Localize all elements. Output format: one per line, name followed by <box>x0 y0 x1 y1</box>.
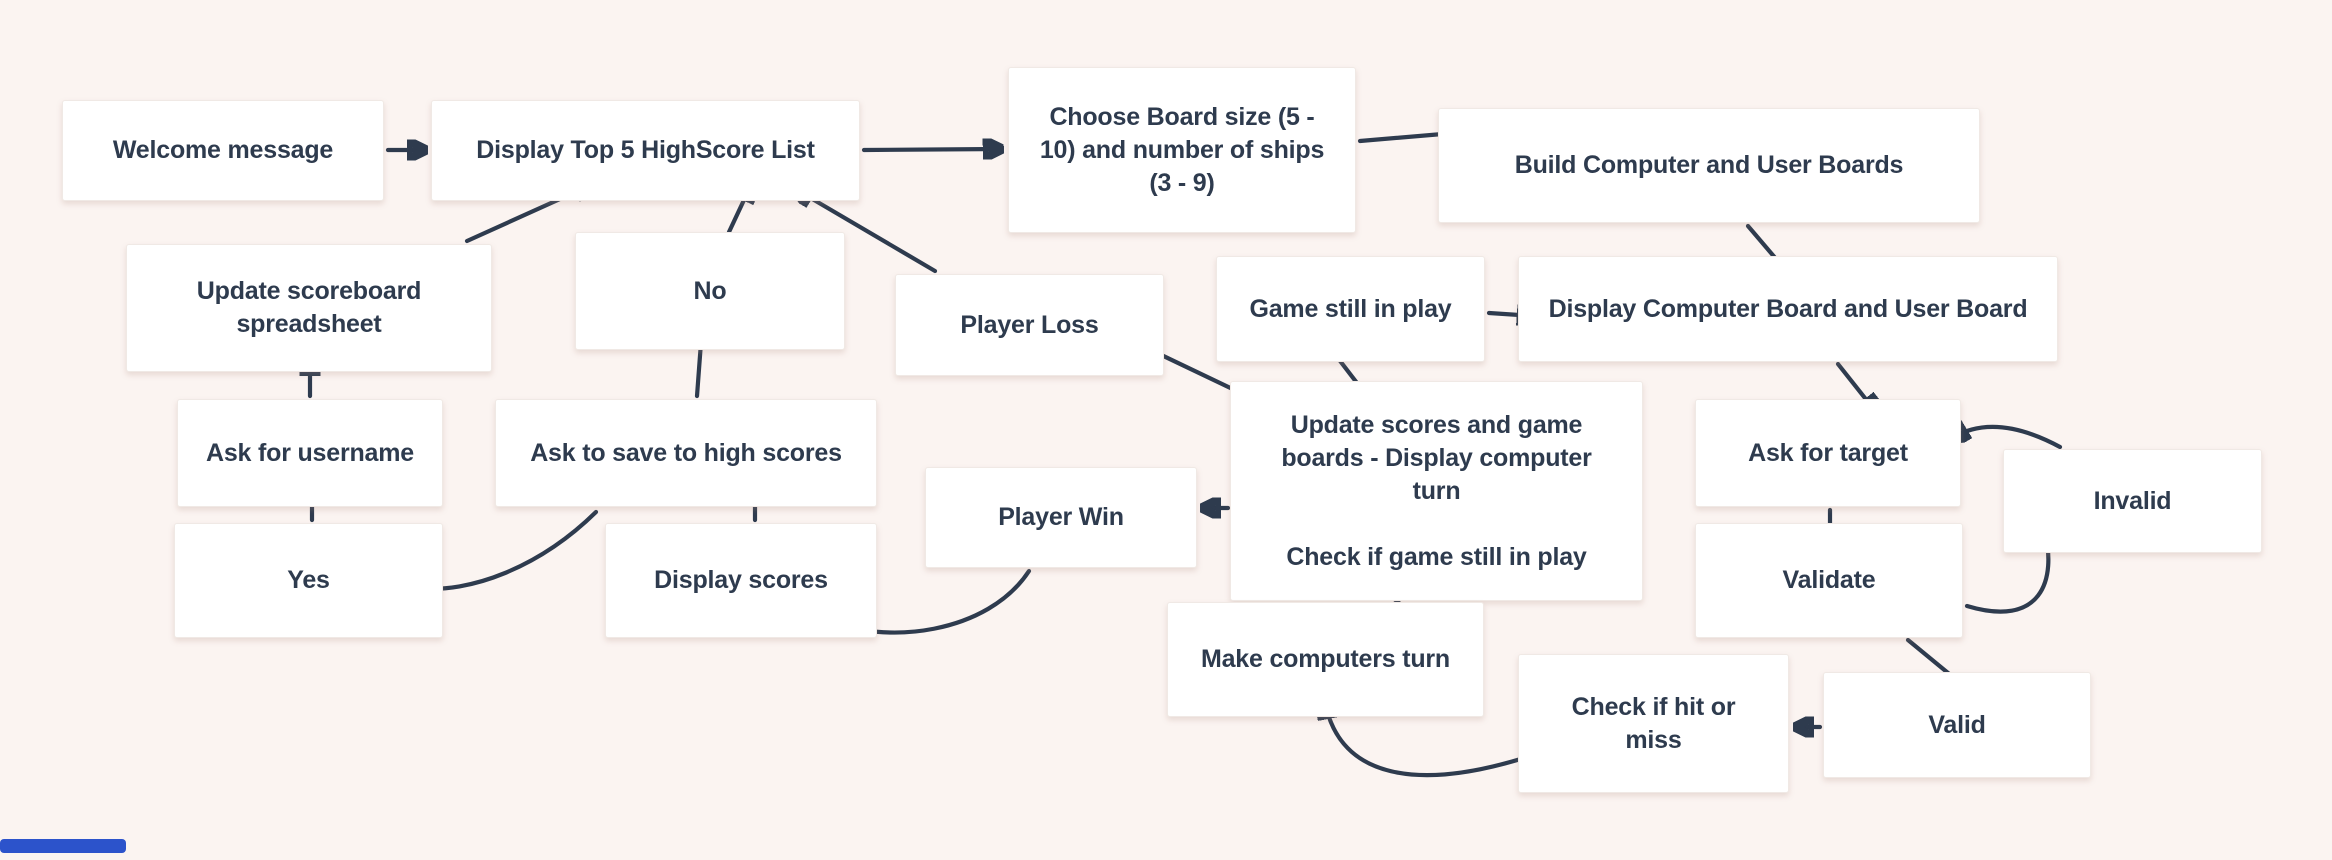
flow-node-yes[interactable]: Yes <box>174 523 443 638</box>
flow-node-label: Ask to save to high scores <box>530 438 842 467</box>
flow-node-ask_username[interactable]: Ask for username <box>177 399 443 507</box>
flow-node-label: Player Win <box>998 503 1124 531</box>
flow-node-label: Game still in play <box>1249 294 1452 323</box>
flow-node-label: Update scoreboard spreadsheet <box>196 277 422 338</box>
flow-node-valid[interactable]: Valid <box>1823 672 2091 778</box>
flow-node-label: Update scores and game boards - Display … <box>1281 410 1592 571</box>
flow-node-game_still[interactable]: Game still in play <box>1216 256 1485 362</box>
flow-node-label: Display Top 5 HighScore List <box>476 136 815 164</box>
flow-node-player_loss[interactable]: Player Loss <box>895 274 1164 376</box>
flow-node-no[interactable]: No <box>575 232 845 350</box>
edge-invalid-ask_target <box>1952 427 2063 450</box>
flow-node-label: Welcome message <box>112 136 334 164</box>
flow-node-player_win[interactable]: Player Win <box>925 467 1197 568</box>
flow-node-label: Ask for username <box>206 438 414 467</box>
flow-node-label: Make computers turn <box>1200 645 1451 673</box>
flow-node-label: Display scores <box>654 566 828 594</box>
flow-node-label: Valid <box>1928 710 1986 739</box>
flow-node-build[interactable]: Build Computer and User Boards <box>1438 108 1980 223</box>
flow-node-label: Ask for target <box>1748 438 1908 467</box>
flow-node-choose[interactable]: Choose Board size (5 - 10) and number of… <box>1008 67 1356 233</box>
flow-node-display_boards[interactable]: Display Computer Board and User Board <box>1518 256 2058 362</box>
flow-node-invalid[interactable]: Invalid <box>2003 449 2262 553</box>
flow-node-top5[interactable]: Display Top 5 HighScore List <box>431 100 860 201</box>
flow-node-label: Check if hit or miss <box>1571 692 1736 754</box>
flow-node-ask_save[interactable]: Ask to save to high scores <box>495 399 877 507</box>
flow-node-label: Invalid <box>2093 486 2172 515</box>
flow-node-label: Build Computer and User Boards <box>1514 151 1904 179</box>
flow-node-check_hit[interactable]: Check if hit or miss <box>1518 654 1789 793</box>
horizontal-scrollbar-thumb[interactable] <box>0 839 126 853</box>
flow-node-label: No <box>693 276 727 305</box>
flow-node-update_scores[interactable]: Update scores and game boards - Display … <box>1230 381 1643 601</box>
flow-node-ask_target[interactable]: Ask for target <box>1695 399 1961 507</box>
flow-node-update_scoreboard[interactable]: Update scoreboard spreadsheet <box>126 244 492 372</box>
flow-node-label: Player Loss <box>960 310 1099 339</box>
flow-node-validate[interactable]: Validate <box>1695 523 1963 638</box>
flow-node-label: Yes <box>287 566 330 594</box>
edge-ask_save-yes <box>417 509 599 589</box>
flow-node-display_scores[interactable]: Display scores <box>605 523 877 638</box>
flow-node-welcome[interactable]: Welcome message <box>62 100 384 201</box>
flow-node-label: Validate <box>1782 566 1876 594</box>
edge-top5-choose <box>861 149 1000 150</box>
flow-node-make_turn[interactable]: Make computers turn <box>1167 602 1484 717</box>
flow-node-label: Display Computer Board and User Board <box>1548 294 2028 323</box>
flow-node-label: Choose Board size (5 - 10) and number of… <box>1039 102 1325 197</box>
